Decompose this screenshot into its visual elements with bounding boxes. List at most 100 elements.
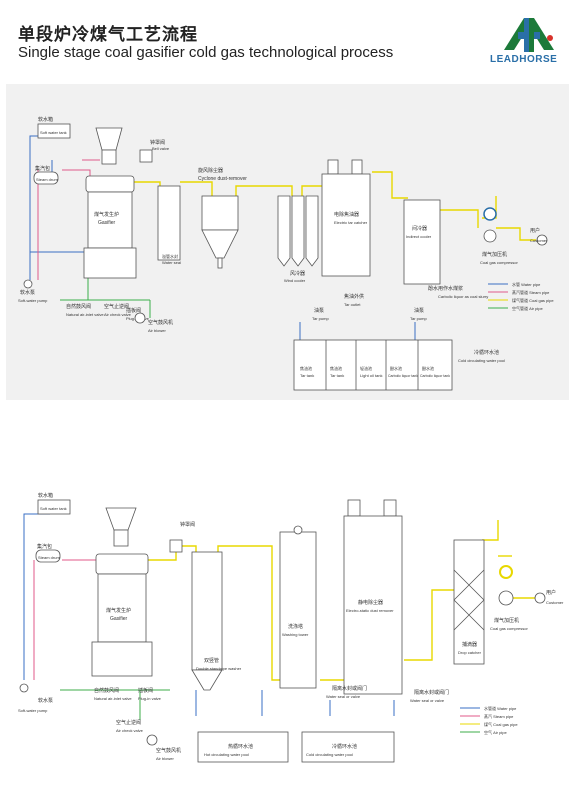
svg-text:油泵: 油泵: [414, 307, 424, 314]
svg-text:Carbolic liquor tank: Carbolic liquor tank: [420, 374, 450, 378]
svg-text:Coal gas compressor: Coal gas compressor: [490, 626, 528, 631]
svg-text:捕滴器: 捕滴器: [462, 641, 477, 648]
svg-text:Steam drum: Steam drum: [36, 177, 58, 182]
top-meter-1: [483, 207, 497, 221]
top-soft-pump: [23, 279, 33, 289]
bottom-steam-drum: [35, 549, 61, 563]
bottom-drop-catcher: [453, 539, 485, 665]
svg-text:Carbolic liquor tank: Carbolic liquor tank: [388, 374, 418, 378]
top-indirect-cooler: [403, 199, 441, 285]
svg-text:Tar pump: Tar pump: [410, 316, 427, 321]
svg-text:Tar tank: Tar tank: [300, 373, 314, 378]
svg-text:Air check valve: Air check valve: [116, 728, 144, 733]
svg-text:水管 Water pipe: 水管 Water pipe: [512, 281, 541, 287]
svg-text:空气止逆阀: 空气止逆阀: [116, 719, 141, 726]
svg-text:Hot circulating water pool: Hot circulating water pool: [204, 752, 249, 757]
svg-text:隔离水封或阀门: 隔离水封或阀门: [414, 689, 449, 696]
page-title-cn: 单段炉冷煤气工艺流程: [18, 25, 198, 44]
svg-text:集汽包: 集汽包: [35, 165, 50, 172]
svg-text:空气止逆阀: 空气止逆阀: [104, 303, 129, 310]
svg-text:Light oil tank: Light oil tank: [360, 373, 382, 378]
svg-text:Bell valve: Bell valve: [152, 146, 170, 151]
svg-text:插板阀: 插板阀: [126, 307, 141, 314]
svg-text:Customer: Customer: [546, 600, 564, 605]
svg-text:Water seal or valve: Water seal or valve: [326, 694, 361, 699]
svg-text:旋风除尘器: 旋风除尘器: [198, 167, 223, 174]
svg-text:Washing tower: Washing tower: [282, 632, 309, 637]
svg-text:油泵: 油泵: [314, 307, 324, 314]
svg-text:用户: 用户: [546, 589, 556, 596]
svg-text:焦油池: 焦油池: [300, 365, 312, 371]
svg-text:蒸汽 Steam pipe: 蒸汽 Steam pipe: [484, 713, 514, 719]
svg-text:煤气加压机: 煤气加压机: [494, 617, 519, 624]
svg-text:Cold circulating water pool: Cold circulating water pool: [306, 752, 353, 757]
svg-text:自然鼓风阀: 自然鼓风阀: [66, 303, 91, 310]
svg-text:煤气加压机: 煤气加压机: [482, 251, 507, 258]
leadhorse-logo: [504, 18, 554, 52]
svg-text:软水泵: 软水泵: [38, 697, 53, 704]
svg-text:Cyclone dust-remover: Cyclone dust-remover: [198, 176, 247, 182]
top-gasifier: [83, 127, 137, 279]
top-wind-cooler: [277, 195, 319, 267]
svg-text:软水箱: 软水箱: [38, 492, 53, 499]
bottom-soft-pump: [19, 683, 29, 693]
svg-text:Water seal: Water seal: [162, 260, 181, 265]
svg-text:Electro-static dust remover: Electro-static dust remover: [346, 608, 394, 613]
svg-text:Carbolic liquor as coal slurry: Carbolic liquor as coal slurry: [438, 294, 488, 299]
svg-text:蒸汽管道 Steam pipe: 蒸汽管道 Steam pipe: [512, 289, 550, 295]
svg-text:空气鼓风机: 空气鼓风机: [156, 747, 181, 754]
top-steam-drum: [33, 171, 59, 185]
bottom-legend: [460, 707, 480, 733]
svg-text:Tar outlet: Tar outlet: [344, 302, 361, 307]
page-title-en: Single stage coal gasifier cold gas tech…: [18, 44, 394, 61]
svg-text:煤气发生炉: 煤气发生炉: [94, 211, 119, 218]
bottom-gasifier: [91, 507, 153, 677]
svg-text:电除焦油器: 电除焦油器: [334, 211, 359, 218]
bottom-air-pipes: [60, 689, 170, 720]
svg-text:Natural air-inlet valve: Natural air-inlet valve: [66, 312, 104, 317]
svg-text:钟罩阀: 钟罩阀: [180, 521, 195, 528]
bottom-hot-pool: [197, 731, 289, 763]
svg-text:溢管水封: 溢管水封: [162, 253, 178, 259]
svg-text:酚水池: 酚水池: [422, 365, 434, 371]
svg-text:Cold circulating water pool: Cold circulating water pool: [458, 358, 505, 363]
bottom-washing-tower: [279, 525, 317, 689]
svg-text:Air blower: Air blower: [156, 756, 174, 761]
svg-text:酚水池: 酚水池: [390, 365, 402, 371]
svg-text:酚水用作水煤浆: 酚水用作水煤浆: [428, 285, 463, 292]
bottom-compressor: [498, 590, 514, 606]
svg-text:Tar pump: Tar pump: [312, 316, 329, 321]
svg-text:热循环水池: 热循环水池: [228, 743, 253, 750]
svg-text:Plug-in valve: Plug-in valve: [138, 696, 162, 701]
top-legend: [488, 283, 508, 309]
svg-text:Gasifier: Gasifier: [110, 616, 128, 622]
bottom-standpipe-washer: [191, 551, 223, 691]
svg-text:Gasifier: Gasifier: [98, 220, 116, 226]
svg-text:焦油外供: 焦油外供: [344, 293, 364, 300]
svg-text:Steam drum: Steam drum: [38, 555, 60, 560]
top-electric-tar-catcher: [321, 159, 371, 277]
svg-text:Water seal or valve: Water seal or valve: [410, 698, 445, 703]
svg-text:隔离水封或阀门: 隔离水封或阀门: [332, 685, 367, 692]
svg-text:Double standpipe washer: Double standpipe washer: [196, 666, 242, 671]
top-air-blower: [134, 312, 146, 324]
svg-text:Air blower: Air blower: [148, 328, 166, 333]
svg-text:Soft-water pump: Soft-water pump: [18, 708, 48, 713]
svg-text:洗涤塔: 洗涤塔: [288, 623, 303, 630]
svg-text:Tar tank: Tar tank: [330, 373, 344, 378]
svg-text:Soft water tank: Soft water tank: [40, 506, 67, 511]
svg-text:Natural air-inlet valve: Natural air-inlet valve: [94, 696, 132, 701]
svg-text:冷循环水池: 冷循环水池: [332, 743, 357, 750]
svg-text:冷循环水池: 冷循环水池: [474, 349, 499, 356]
svg-text:Indirect cooler: Indirect cooler: [406, 234, 432, 239]
top-bell-valve: [139, 149, 153, 163]
svg-text:Coal gas compressor: Coal gas compressor: [480, 260, 518, 265]
svg-text:Customer: Customer: [530, 238, 548, 243]
top-compressor: [483, 229, 497, 243]
logo-text: LEADHORSE: [490, 54, 558, 65]
bottom-steam-pipes: [33, 559, 96, 680]
bottom-meter: [499, 565, 513, 579]
svg-text:焦油池: 焦油池: [330, 365, 342, 371]
svg-text:软水泵: 软水泵: [20, 289, 35, 296]
